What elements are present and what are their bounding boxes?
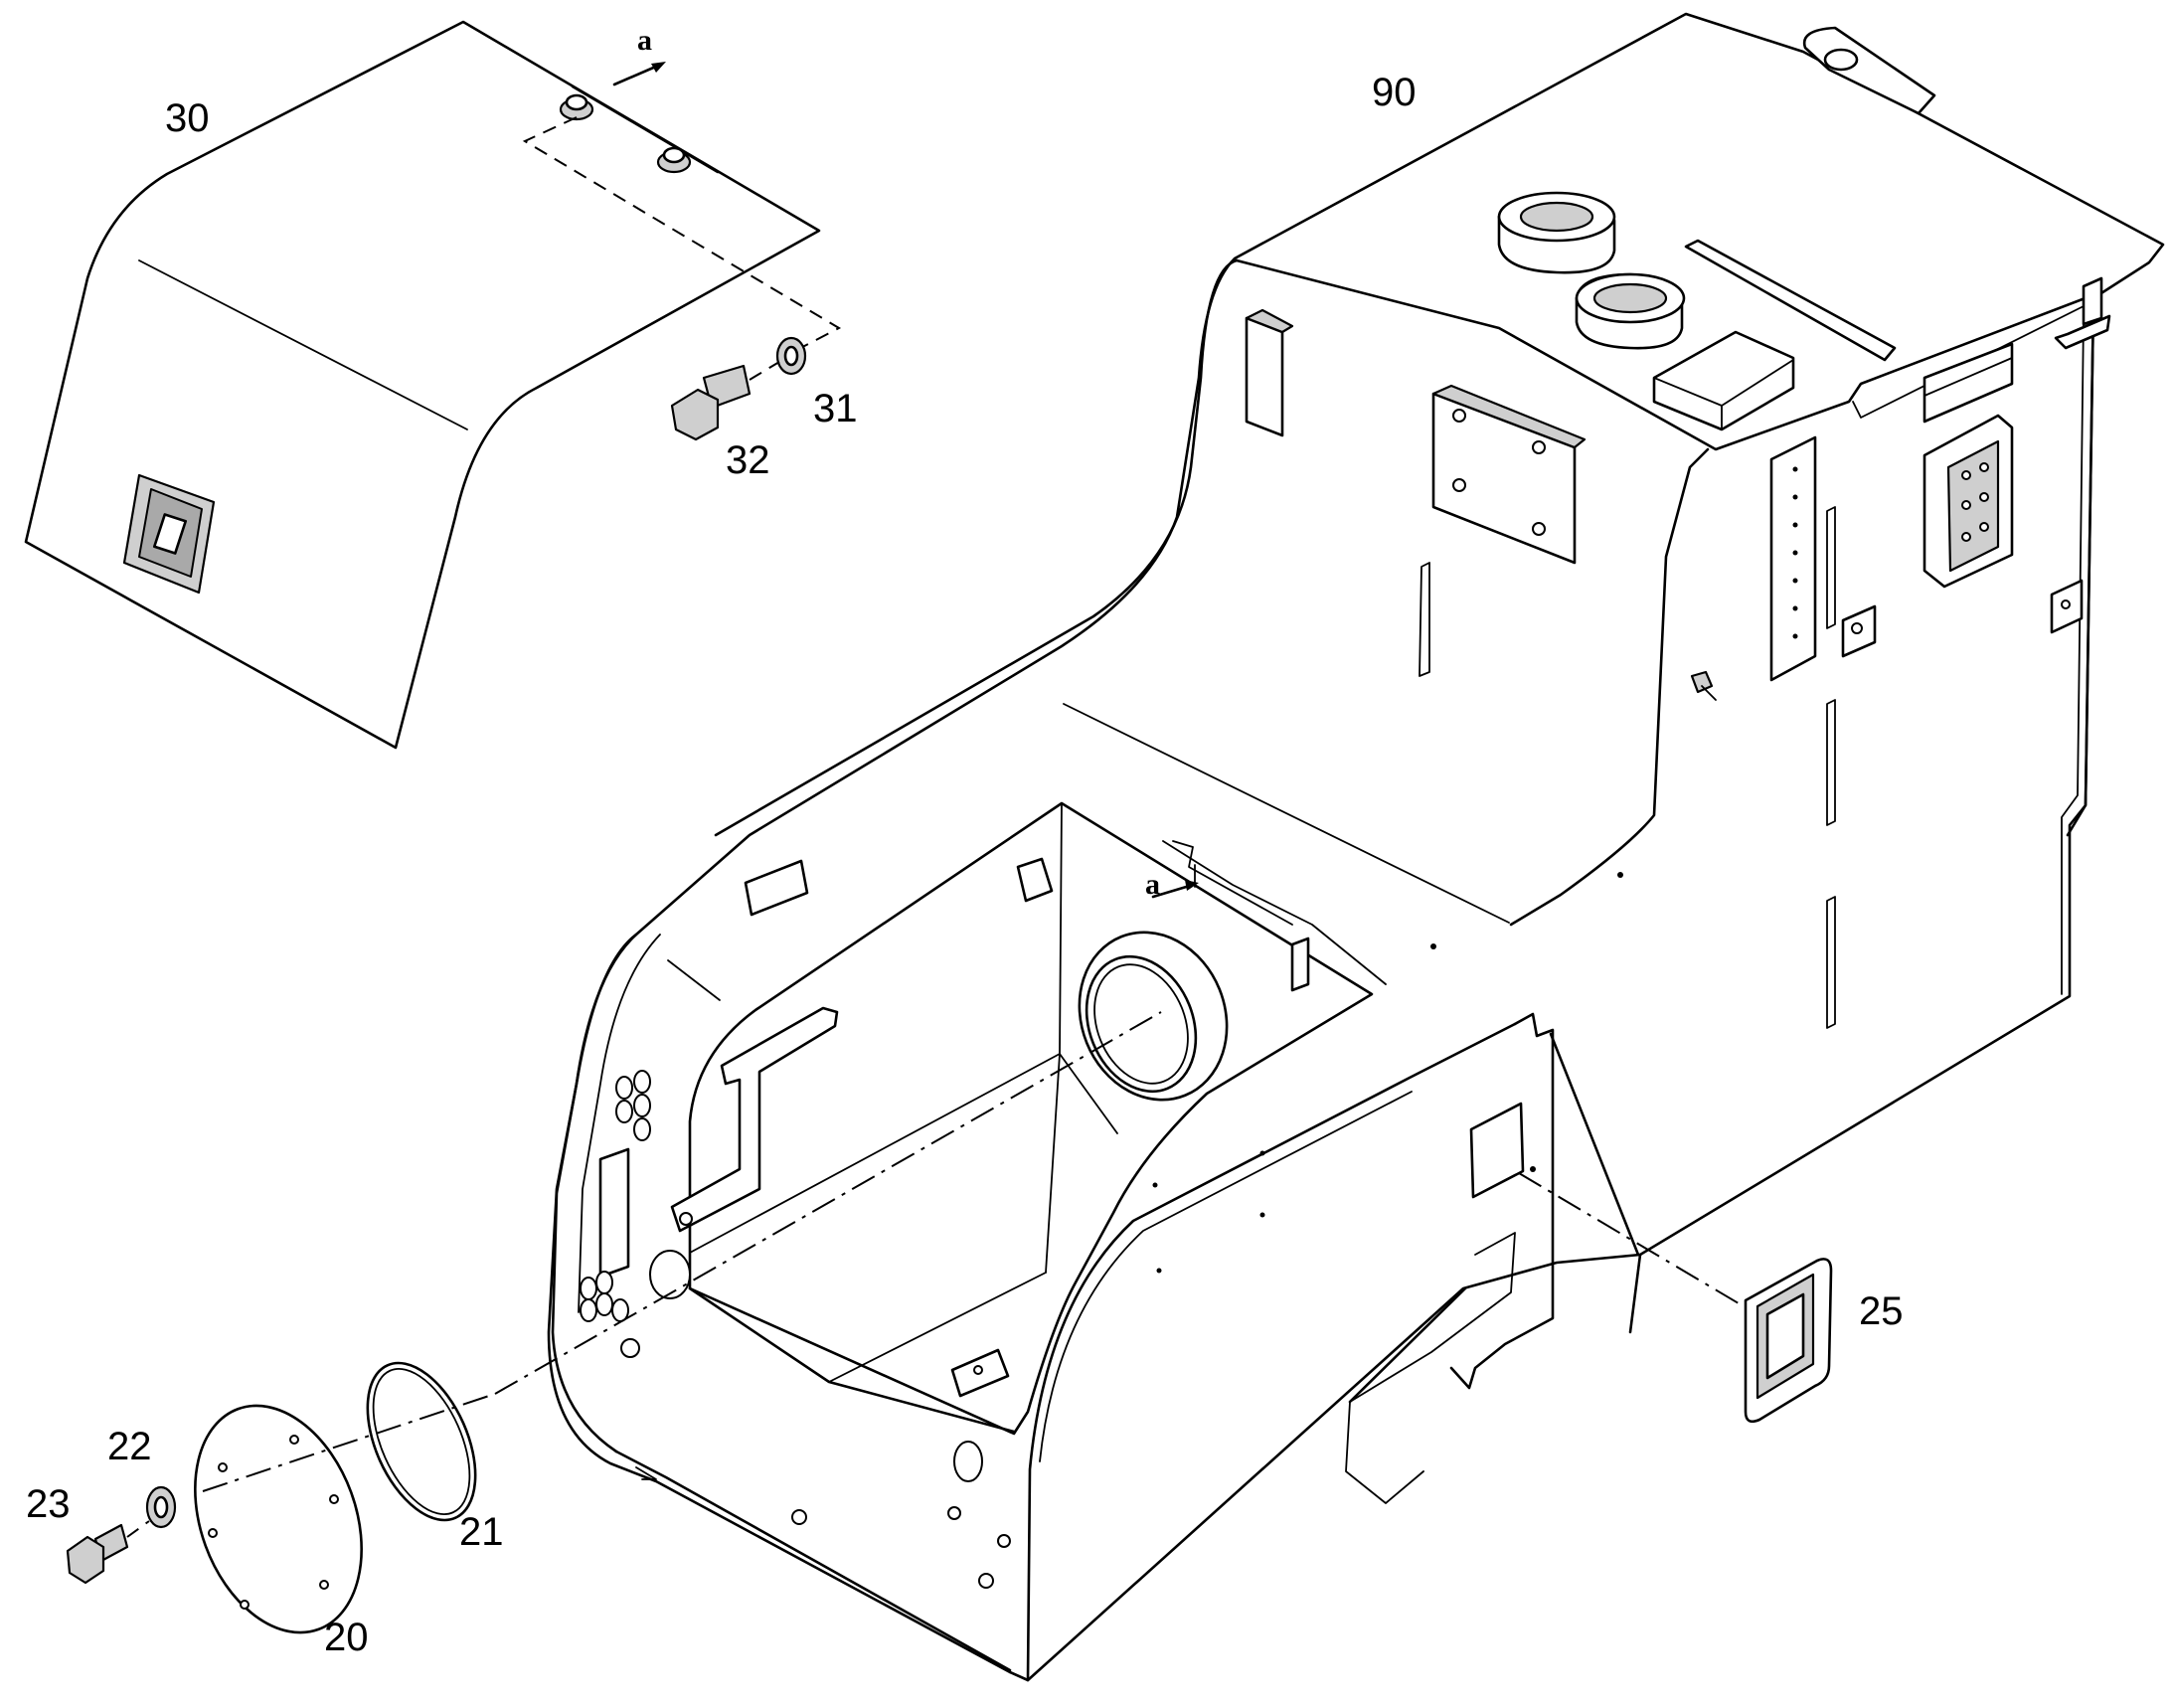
right-hinge [1922, 414, 2014, 589]
hole-strip [1769, 435, 1817, 682]
top-rail [1684, 239, 1897, 362]
part-20-cover-plate [194, 1404, 363, 1634]
view-marker-a-top: a [637, 24, 652, 57]
frame-pad-2 [1431, 384, 1587, 565]
part-22-washer [145, 1485, 177, 1529]
part-90-frame: a [547, 12, 2165, 1682]
top-ring-1 [1497, 191, 1616, 274]
part-23-bolt [66, 1520, 150, 1585]
cover-latch [122, 473, 216, 595]
left-column-features [580, 1070, 983, 1482]
callout-20: 20 [324, 1616, 369, 1659]
right-post [2054, 276, 2111, 350]
part-30-cover: a [24, 20, 842, 750]
top-pad [1652, 330, 1795, 431]
callout-90: 90 [1372, 71, 1417, 114]
callout-21: 21 [459, 1510, 504, 1554]
top-ring-2 [1575, 272, 1686, 350]
callout-30: 30 [165, 96, 210, 140]
view-marker-a-inner: a [1145, 868, 1160, 901]
part-21-o-ring [366, 1361, 477, 1522]
right-bracket [1922, 342, 2014, 424]
cavity-bracket [670, 1006, 839, 1233]
part-25-grommet [1744, 1258, 1833, 1424]
cover-bolt-1 [559, 93, 594, 121]
callout-22: 22 [107, 1425, 152, 1468]
part-31-washer [775, 336, 807, 376]
cover-bolt-2 [656, 146, 692, 174]
part-32-bolt [670, 361, 780, 441]
callout-31: 31 [813, 387, 858, 430]
callout-32: 32 [726, 438, 770, 482]
frame-pad-1 [1245, 308, 1294, 437]
callout-23: 23 [26, 1482, 71, 1526]
callout-25: 25 [1859, 1289, 1904, 1333]
lifting-eye [1802, 26, 1936, 115]
